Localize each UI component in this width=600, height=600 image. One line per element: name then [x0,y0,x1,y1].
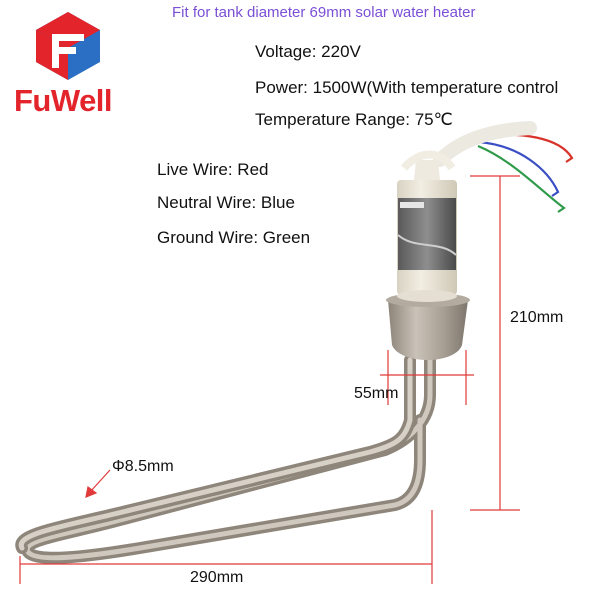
heating-element [15,349,436,564]
dimension-height: 210mm [510,309,564,326]
spec-power: Power: 1500W(With temperature control [255,78,559,97]
headline: Fit for tank diameter 69mm solar water h… [172,4,476,21]
wire-neutral: Neutral Wire: Blue [157,193,295,212]
spec-temperature: Temperature Range: 75℃ [255,110,453,129]
dimension-width: 290mm [190,569,244,586]
wire-sleeve [433,121,537,167]
dimension-tube-diameter: Φ8.5mm [112,458,174,475]
wire-live: Live Wire: Red [157,160,269,179]
fuwell-logo-icon [36,12,100,80]
spec-voltage: Voltage: 220V [255,42,361,61]
product-label [398,198,456,270]
dimension-lines [19,175,520,584]
dimension-diameter: 55mm [354,385,399,402]
brand-name: FuWell [14,83,113,118]
wire-ground: Ground Wire: Green [157,228,311,247]
steel-flange [388,300,468,360]
heater-cap [414,160,440,180]
wires [477,133,574,213]
